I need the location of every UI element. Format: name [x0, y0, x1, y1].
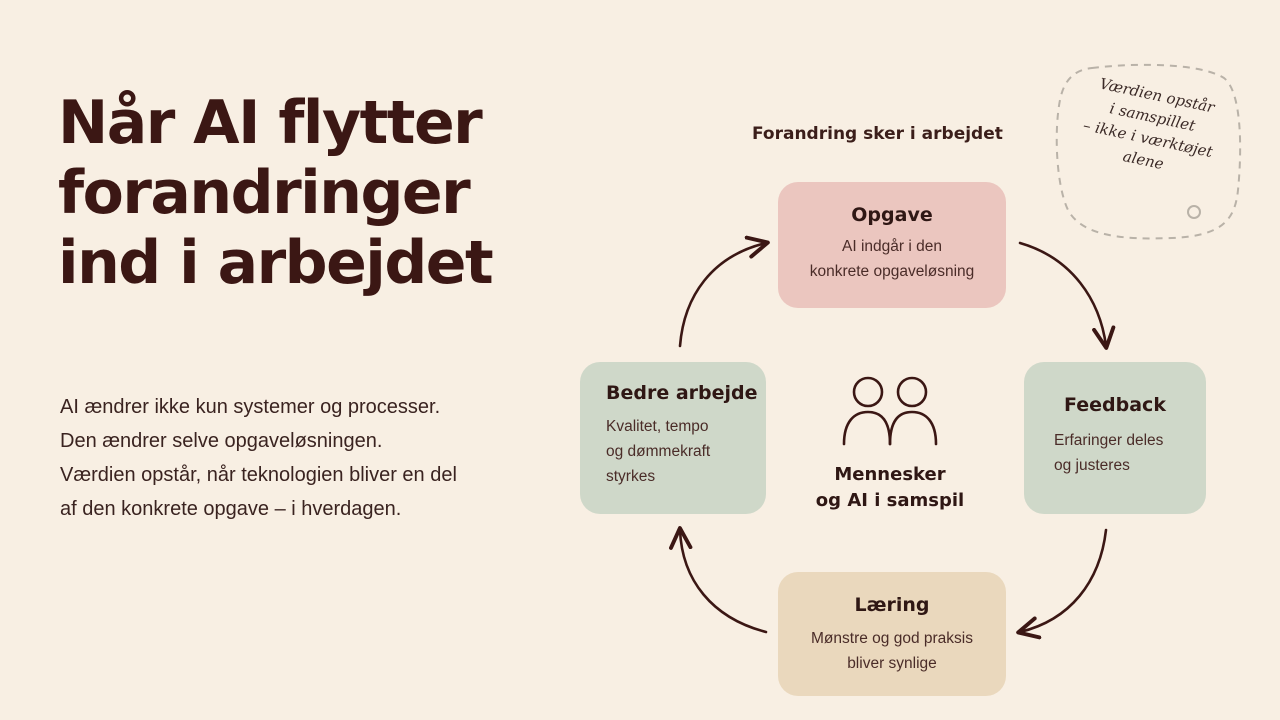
node-description-line: konkrete opgaveløsning	[809, 263, 975, 280]
node-description-line: bliver synlige	[847, 655, 937, 672]
arrow-laering-to-bedre	[669, 526, 768, 634]
handwritten-note: Værdien opstår i samspillet – ikke i vær…	[1052, 60, 1244, 240]
arrow-feedback-to-laering	[1016, 528, 1108, 640]
node-title: Læring	[854, 594, 930, 616]
node-description: Erfaringer deles og justeres	[1054, 428, 1206, 478]
node-title: Bedre arbejde	[606, 382, 758, 404]
node-description: AI indgår i den konkrete opgaveløsning	[778, 234, 1006, 284]
intro-line: Den ændrer selve opgaveløsningen.	[60, 430, 383, 452]
node-laering: Læring Mønstre og god praksis bliver syn…	[778, 572, 1006, 696]
node-description-line: Erfaringer deles	[1054, 432, 1164, 449]
node-description-line: Kvalitet, tempo	[606, 418, 709, 435]
node-bedre-arbejde: Bedre arbejde Kvalitet, tempo og dømmekr…	[580, 362, 766, 514]
arrow-bedre-to-opgave	[678, 235, 770, 348]
note-border	[1055, 63, 1242, 240]
center-label-line: og AI i samspil	[815, 490, 965, 511]
center-label-line: Mennesker	[834, 464, 946, 485]
node-description: Mønstre og god praksis bliver synlige	[778, 626, 1006, 676]
headline-line: Når AI flytter	[58, 88, 483, 158]
node-description-line: og dømmekraft	[606, 443, 711, 460]
headline: Når AI flytter forandringer ind i arbejd…	[58, 88, 578, 298]
node-description: Kvalitet, tempo og dømmekraft styrkes	[606, 414, 766, 489]
intro-line: af den konkrete opgave – i hverdagen.	[60, 498, 402, 520]
diagram-title: Forandring sker i arbejdet	[752, 124, 1003, 144]
people-icon	[842, 376, 938, 446]
node-feedback: Feedback Erfaringer deles og justeres	[1024, 362, 1206, 514]
node-description-line: styrkes	[606, 468, 656, 485]
headline-line: forandringer	[58, 158, 471, 228]
arrow-opgave-to-feedback	[1018, 241, 1116, 350]
node-description-line: Mønstre og god praksis	[811, 630, 973, 647]
intro-line: Værdien opstår, når teknologien bliver e…	[60, 464, 457, 486]
headline-line: ind i arbejdet	[58, 228, 494, 298]
node-title: Opgave	[851, 204, 933, 226]
node-description-line: AI indgår i den	[842, 238, 942, 255]
node-opgave: Opgave AI indgår i den konkrete opgavelø…	[778, 182, 1006, 308]
node-title: Feedback	[1064, 394, 1166, 416]
intro-text: AI ændrer ikke kun systemer og processer…	[60, 390, 530, 526]
center-label: Mennesker og AI i samspil	[800, 462, 980, 514]
node-description-line: og justeres	[1054, 457, 1130, 474]
intro-line: AI ændrer ikke kun systemer og processer…	[60, 396, 441, 418]
